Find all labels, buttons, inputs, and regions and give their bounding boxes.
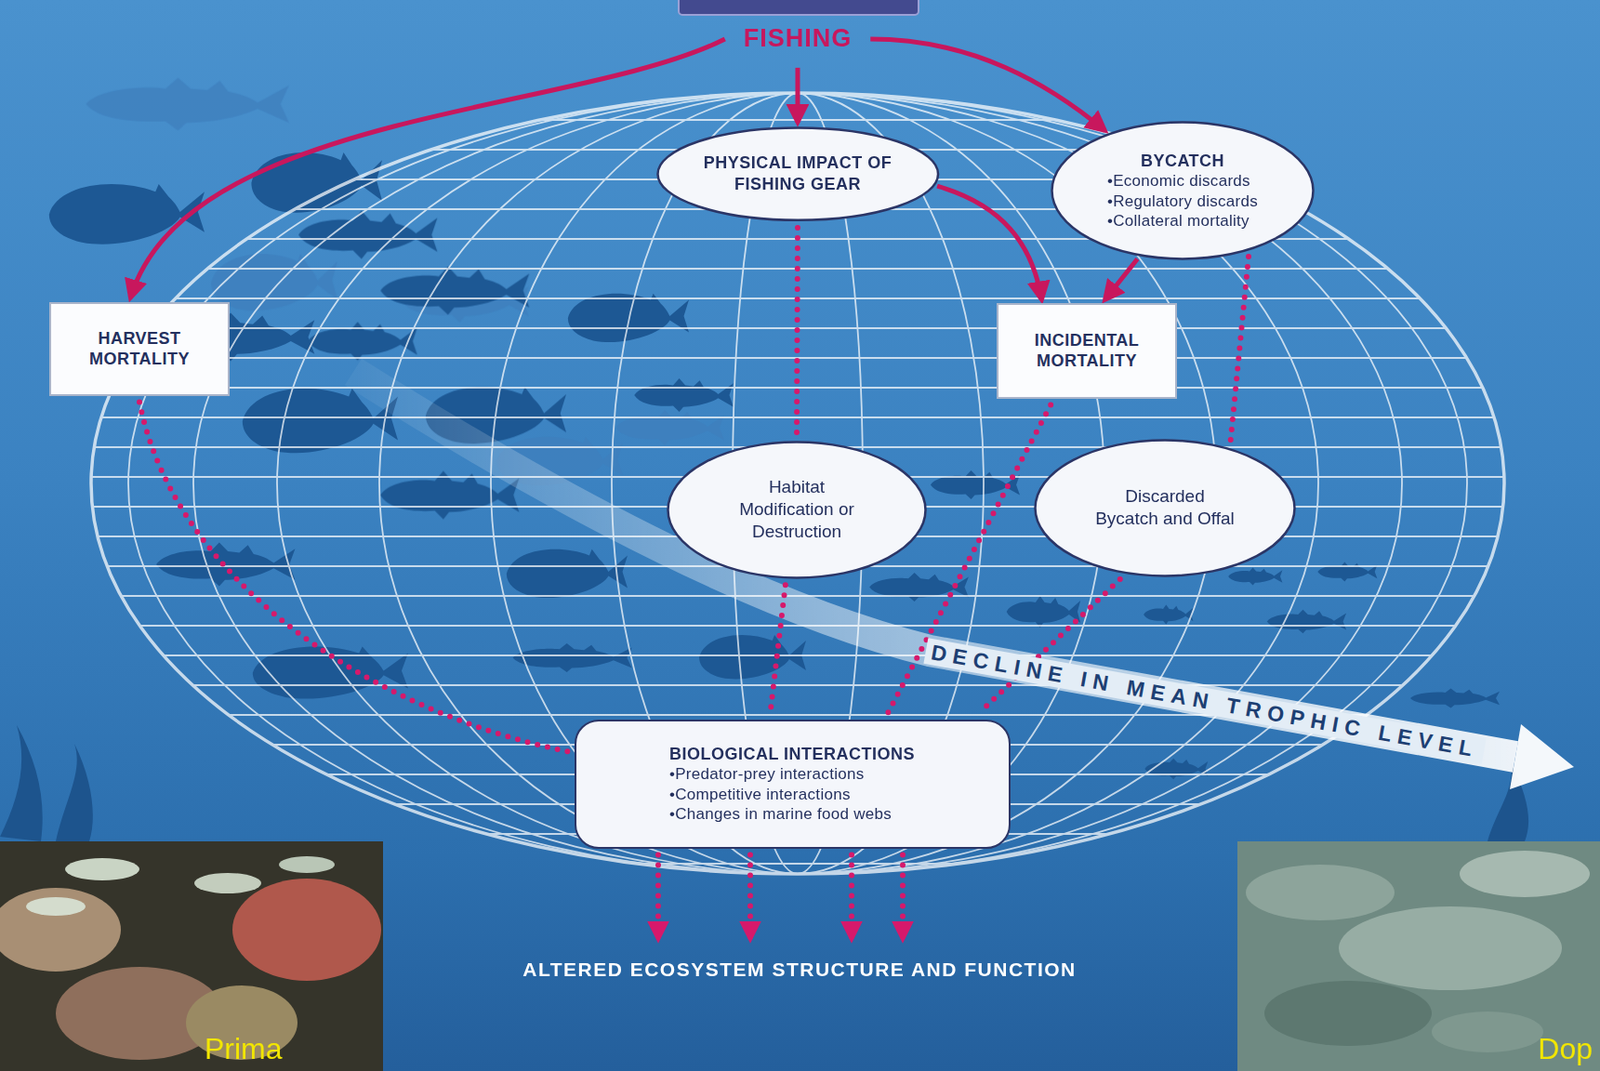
trophic-arrowhead bbox=[1509, 724, 1574, 790]
net-meridians bbox=[91, 92, 1505, 874]
impact-arrow bbox=[870, 39, 1105, 132]
ellipse-outline bbox=[1050, 120, 1315, 261]
ellipse-shape bbox=[657, 127, 939, 220]
node-text-group: Habitat Modification or Destruction bbox=[731, 476, 862, 543]
node-text-group: HARVEST MORTALITY bbox=[69, 328, 210, 371]
effect-ellipse: Habitat Modification or Destruction bbox=[666, 440, 927, 580]
effect-dotted-line bbox=[1230, 256, 1250, 443]
ellipse-shape bbox=[668, 441, 926, 578]
effect-dotted-line bbox=[139, 402, 569, 753]
impact-ellipse: PHYSICAL IMPACT OF FISHING GEAR bbox=[656, 126, 940, 222]
node-bullet: •Competitive interactions bbox=[669, 784, 915, 805]
fish bbox=[86, 78, 290, 132]
node-text-group: Discarded Bycatch and Offal bbox=[1095, 485, 1235, 530]
effect-dotted-line bbox=[848, 855, 855, 939]
ellipse-outline bbox=[656, 126, 940, 222]
effect-dotted-line bbox=[899, 855, 906, 939]
node-bullet: •Regulatory discards bbox=[1107, 191, 1258, 212]
impact-arrow bbox=[794, 67, 800, 123]
node-bullet: •Predator-prey interactions bbox=[669, 764, 915, 784]
effect-dotted-line bbox=[655, 855, 662, 939]
photo-caption: Dop bbox=[1537, 1031, 1593, 1066]
trophic-level-label: DECLINE IN MEAN TROPHIC LEVEL bbox=[923, 637, 1486, 765]
trawled-seabed-photo bbox=[1237, 841, 1600, 1071]
outcome-label: ALTERED ECOSYSTEM STRUCTURE AND FUNCTION bbox=[427, 948, 1172, 992]
effect-ellipse: Discarded Bycatch and Offal bbox=[1033, 438, 1296, 578]
node-text-group: PHYSICAL IMPACT OF FISHING GEAR bbox=[700, 152, 896, 195]
ellipse-shape bbox=[1035, 439, 1296, 576]
interactions-box: BIOLOGICAL INTERACTIONS•Predator-prey in… bbox=[574, 719, 1011, 849]
node-title: BIOLOGICAL INTERACTIONS bbox=[669, 743, 915, 766]
impact-arrow bbox=[130, 39, 725, 299]
mortality-box: HARVEST MORTALITY bbox=[49, 302, 230, 397]
node-bullet: •Economic discards bbox=[1107, 171, 1258, 191]
node-title: INCIDENTAL MORTALITY bbox=[1017, 330, 1157, 372]
effect-dotted-line bbox=[747, 855, 754, 939]
node-text-group: INCIDENTAL MORTALITY bbox=[1017, 330, 1157, 372]
node-title: Habitat Modification or Destruction bbox=[731, 476, 862, 543]
effect-dotted-line bbox=[793, 227, 801, 434]
trophic-band bbox=[353, 371, 1516, 757]
node-text-group: FISHING bbox=[743, 23, 853, 55]
node-text-group: BIOLOGICAL INTERACTIONS•Predator-prey in… bbox=[669, 743, 915, 824]
node-text-group: BYCATCH•Economic discards•Regulatory dis… bbox=[1107, 150, 1258, 231]
node-title: FISHING bbox=[743, 23, 853, 55]
fish bbox=[1410, 688, 1500, 709]
node-title: PHYSICAL IMPACT OF FISHING GEAR bbox=[700, 152, 896, 195]
node-title: BYCATCH bbox=[1107, 150, 1258, 172]
node-title: HARVEST MORTALITY bbox=[69, 328, 210, 371]
bycatch-ellipse: BYCATCH•Economic discards•Regulatory dis… bbox=[1050, 120, 1315, 261]
ellipse-outline bbox=[1033, 438, 1296, 578]
ellipse-shape bbox=[1052, 122, 1314, 260]
node-bullet: •Collateral mortality bbox=[1107, 211, 1258, 231]
node-bullet: •Changes in marine food webs bbox=[669, 804, 915, 824]
node-text-group: ALTERED ECOSYSTEM STRUCTURE AND FUNCTION bbox=[522, 957, 1077, 982]
node-title: ALTERED ECOSYSTEM STRUCTURE AND FUNCTION bbox=[522, 957, 1077, 982]
photo-caption: Prima bbox=[204, 1031, 283, 1066]
fish bbox=[49, 184, 205, 245]
impact-arrow bbox=[1104, 258, 1138, 300]
effect-dotted-line bbox=[770, 584, 786, 713]
impact-arrow bbox=[937, 185, 1042, 300]
source-label: FISHING bbox=[730, 13, 866, 65]
node-title: Discarded Bycatch and Offal bbox=[1095, 485, 1235, 530]
mortality-box: INCIDENTAL MORTALITY bbox=[996, 303, 1177, 399]
reef-photo bbox=[0, 841, 384, 1071]
fishing-vessel bbox=[678, 0, 919, 15]
